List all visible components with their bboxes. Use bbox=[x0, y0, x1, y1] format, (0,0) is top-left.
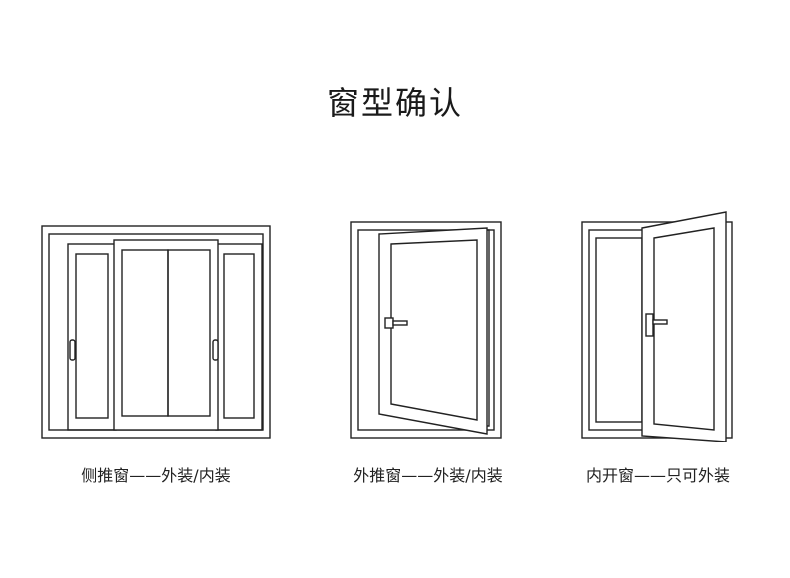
caption-inward: 内开窗——只可外装 bbox=[585, 466, 730, 485]
handle-icon bbox=[645, 313, 654, 337]
caption-sliding: 侧推窗——外装/内装 bbox=[81, 466, 231, 485]
inward-casement-diagram bbox=[580, 210, 736, 442]
left-handle-icon bbox=[69, 339, 76, 361]
handle-icon bbox=[384, 317, 394, 329]
sliding-window-diagram bbox=[40, 210, 272, 442]
handle-lever-icon bbox=[392, 320, 408, 326]
caption-outward: 外推窗——外装/内装 bbox=[353, 466, 503, 485]
handle-lever-icon bbox=[652, 319, 668, 325]
outward-casement-diagram bbox=[349, 210, 505, 442]
right-handle-icon bbox=[212, 339, 219, 361]
page-title: 窗型确认 bbox=[326, 84, 463, 122]
